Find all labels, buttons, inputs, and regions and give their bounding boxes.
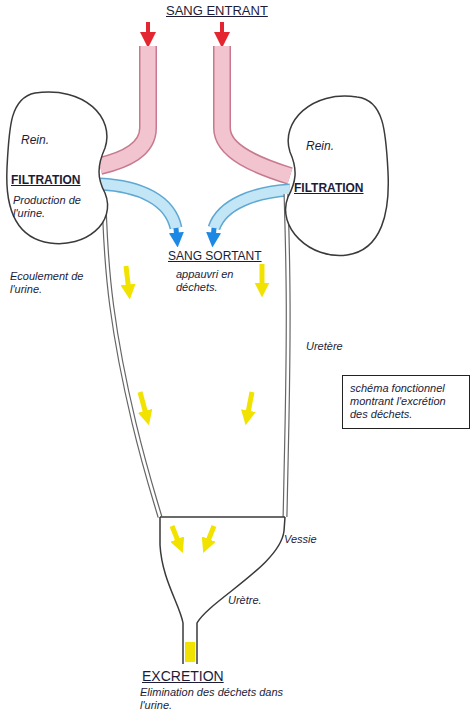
flow-label: SANG SORTANT (168, 250, 262, 264)
flow-note: appauvri en déchets. (176, 268, 256, 293)
kidney-outline (5, 88, 120, 250)
artery (100, 46, 148, 166)
ureter-connector (104, 203, 160, 517)
kidney-shape (286, 96, 389, 255)
flow-note: Elimination des déchets dans l'urine. (140, 686, 290, 711)
part-label: Uretère (306, 340, 343, 353)
bladder: Vessie (150, 505, 335, 675)
urine-flow-arrow (126, 266, 129, 292)
kidney-shape (7, 92, 108, 244)
artery (100, 46, 148, 166)
node-text: FILTRATION (294, 182, 364, 196)
kidney: Rein. FILTRATION (272, 92, 392, 262)
blood-out-arrow (213, 228, 214, 240)
note-box: schéma fonctionnel montrant l'excrétion … (342, 375, 470, 429)
urine-flow-arrow (247, 392, 252, 418)
node-text: Production de l'urine. (13, 194, 93, 219)
kidney: Rein. FILTRATION Production de l'urine. (5, 88, 120, 250)
part-label: Urètre. (228, 594, 262, 607)
node-heading: schéma fonctionnel montrant l'excrétion … (350, 382, 462, 422)
blood-in-arrow (146, 22, 150, 40)
urine-flow-arrow (172, 526, 180, 546)
title-label: EXCRETION (142, 668, 224, 684)
ureter-lumen (104, 203, 160, 517)
ureter-wall (285, 194, 288, 517)
urethra-urine (185, 642, 195, 662)
bladder-outline (150, 505, 335, 675)
urine-flow-arrow (140, 392, 147, 418)
ureter-connector (285, 194, 288, 517)
blood-in-arrow (220, 22, 224, 40)
node-heading: Vessie (284, 533, 317, 546)
urine-flow-arrow (260, 264, 265, 290)
vein (214, 190, 290, 228)
title-label: SANG ENTRANT (166, 4, 268, 19)
vein (100, 184, 176, 228)
vein (100, 184, 176, 228)
ureter-lumen (285, 194, 288, 517)
urine-flow-arrow (206, 526, 214, 546)
artery (222, 46, 290, 176)
node-heading: Rein. (21, 134, 49, 148)
flow-note: Ecoulement de l'urine. (10, 270, 90, 295)
node-heading: Rein. (306, 140, 334, 154)
ureter-wall (104, 203, 160, 517)
node-text: FILTRATION (11, 174, 81, 188)
kidney-outline (272, 92, 392, 262)
blood-out-arrow (176, 228, 177, 240)
vein (214, 190, 290, 228)
bladder-shape (160, 517, 285, 664)
artery (222, 46, 290, 176)
